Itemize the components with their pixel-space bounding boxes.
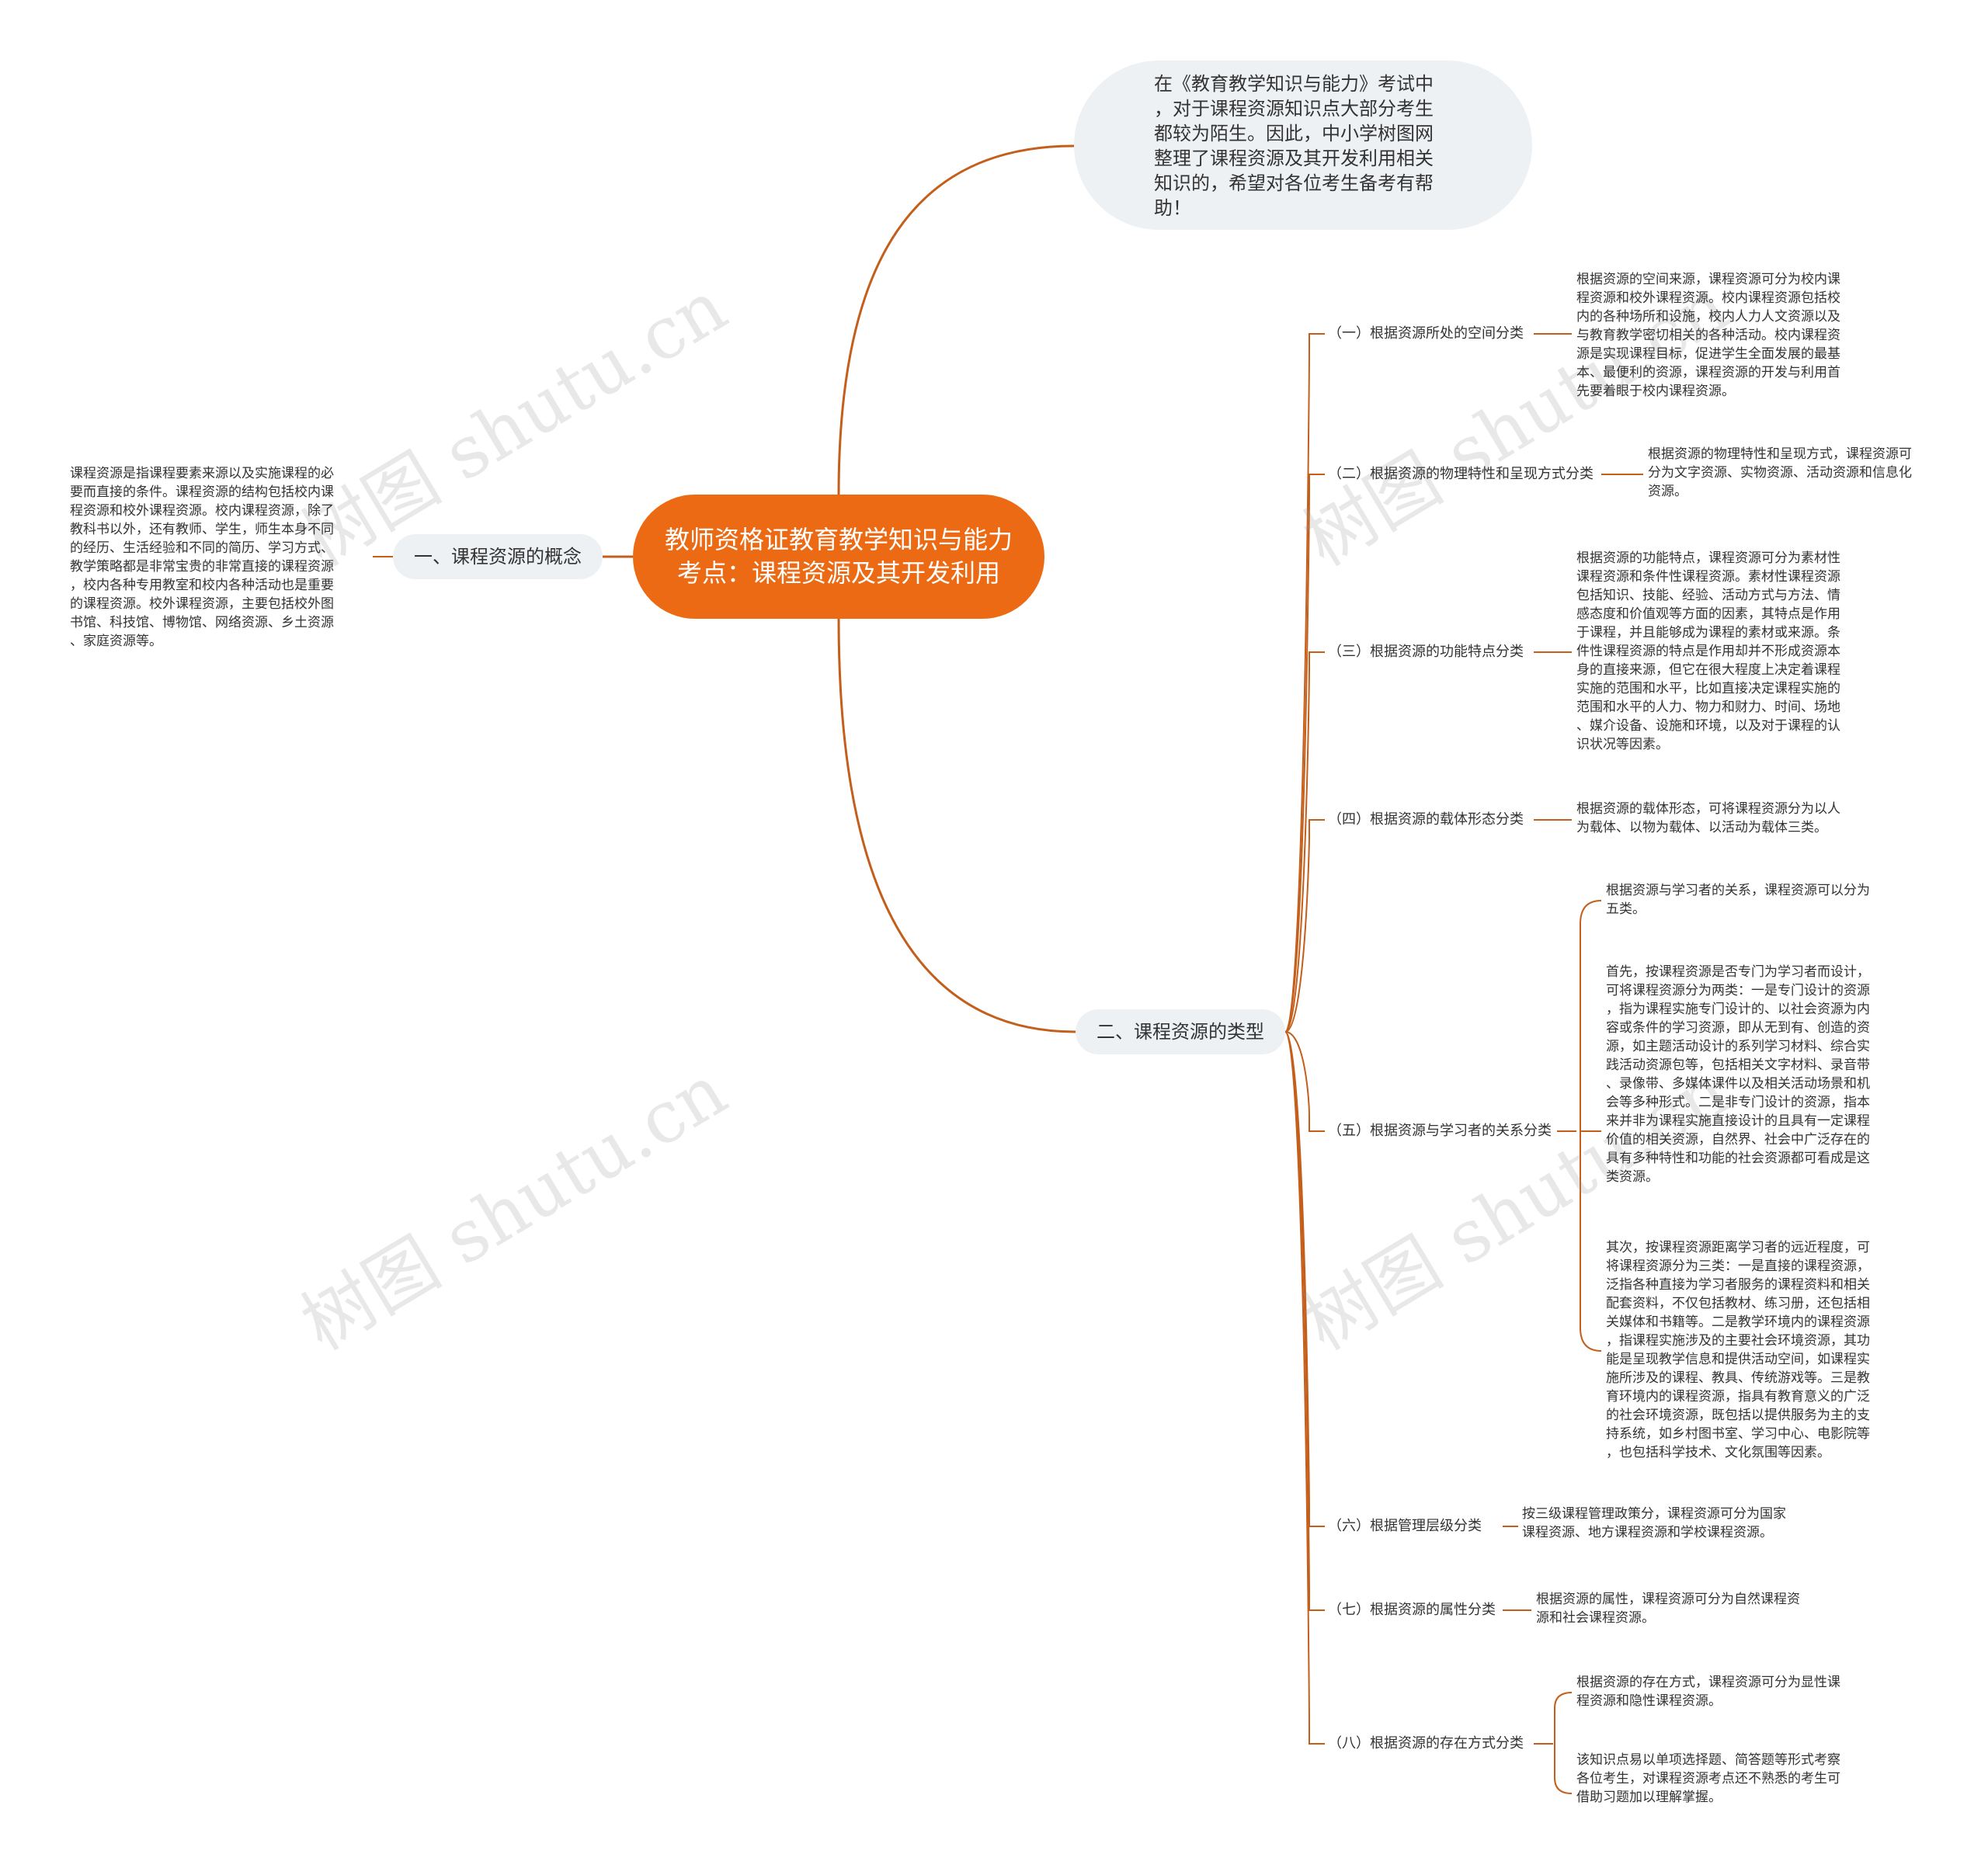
edge-types-item-7 [1284,1031,1325,1612]
type-item-3[interactable]: （三）根据资源的功能特点分类 [1328,644,1524,660]
type-leaf-1[interactable]: 根据资源的空间来源，课程资源可分为校内课 程资源和校外课程资源。校内课程资源包括… [1576,272,1840,399]
type-leaf-5c[interactable]: 其次，按课程资源距离学习者的远近程度，可 将课程资源分为三类：一是直接的课程资源… [1606,1240,1870,1460]
type-leaf-5a[interactable]: 根据资源与学习者的关系，课程资源可以分为 五类。 [1606,883,1870,917]
type-item-8[interactable]: （八）根据资源的存在方式分类 [1328,1735,1524,1752]
edge-item8-bracket [1554,1692,1573,1794]
type-item-5[interactable]: （五）根据资源与学习者的关系分类 [1328,1123,1552,1139]
edge-types-item-4 [1284,819,1325,1033]
type-item-4[interactable]: （四）根据资源的载体形态分类 [1328,811,1524,828]
type-leaf-5b[interactable]: 首先，按课程资源是否专门为学习者而设计， 可将课程资源分为两类：一是专门设计的资… [1606,964,1870,1185]
intro-bubble[interactable]: 在《教育教学知识与能力》考试中 ，对于课程资源知识点大部分考生 都较为陌生。因此… [1074,61,1532,230]
edge-types-item-2 [1284,474,1325,1033]
branch-concept[interactable]: 一、课程资源的概念 [393,534,603,579]
type-leaf-7[interactable]: 根据资源的属性，课程资源可分为自然课程资 源和社会课程资源。 [1536,1592,1800,1626]
type-item-1[interactable]: （一）根据资源所处的空间分类 [1328,325,1524,342]
type-leaf-6[interactable]: 按三级课程管理政策分，课程资源可分为国家 课程资源、地方课程资源和学校课程资源。 [1522,1506,1786,1540]
edge-types-item-3 [1284,651,1325,1033]
type-leaf-8b[interactable]: 该知识点易以单项选择题、简答题等形式考察 各位考生，对课程资源考点还不熟悉的考生… [1576,1752,1840,1805]
root-topic[interactable]: 教师资格证教育教学知识与能力考点：课程资源及其开发利用 [633,495,1044,619]
edge-item5-bracket [1580,900,1602,1352]
edge-root-types [837,618,1076,1033]
type-leaf-8a[interactable]: 根据资源的存在方式，课程资源可分为显性课 程资源和隐性课程资源。 [1576,1675,1840,1709]
edge-types-item-5 [1284,1031,1325,1133]
type-item-2[interactable]: （二）根据资源的物理特性和呈现方式分类 [1328,466,1594,482]
type-item-6[interactable]: （六）根据管理层级分类 [1328,1518,1482,1534]
concept-leaf[interactable]: 课程资源是指课程要素来源以及实施课程的必 要而直接的条件。课程资源的结构包括校内… [70,466,334,649]
edge-types-item-8 [1284,1031,1325,1745]
type-leaf-3[interactable]: 根据资源的功能特点，课程资源可分为素材性 课程资源和条件性课程资源。素材性课程资… [1576,550,1840,752]
edge-types-item-1 [1284,333,1325,1033]
edge-types-item-6 [1284,1031,1325,1527]
type-item-7[interactable]: （七）根据资源的属性分类 [1328,1602,1496,1618]
edge-root-intro [837,144,1075,495]
root-title: 教师资格证教育教学知识与能力考点：课程资源及其开发利用 [664,525,1013,588]
type-leaf-4[interactable]: 根据资源的载体形态，可将课程资源分为以人 为载体、以物为载体、以活动为载体三类。 [1576,801,1840,835]
type-leaf-2[interactable]: 根据资源的物理特性和呈现方式，课程资源可 分为文字资源、实物资源、活动资源和信息… [1648,446,1912,499]
branch-types[interactable]: 二、课程资源的类型 [1076,1009,1285,1054]
